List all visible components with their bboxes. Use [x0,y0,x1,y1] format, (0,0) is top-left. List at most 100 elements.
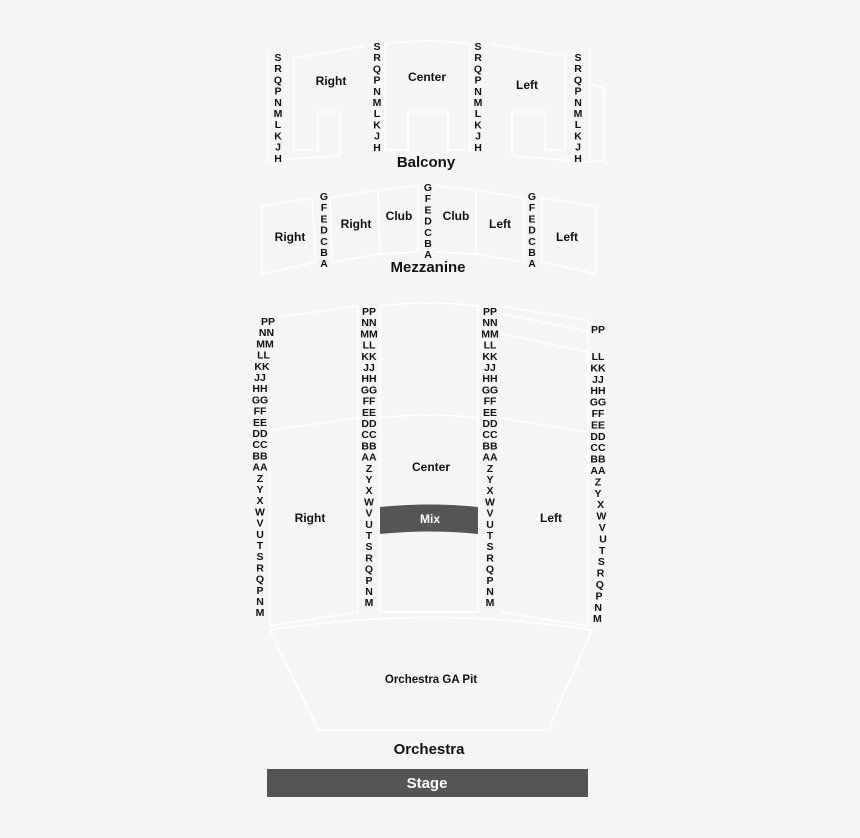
row-label: NN [259,327,274,339]
row-label: CC [252,439,268,451]
orch-right-divider [271,417,359,431]
row-label: EE [362,407,376,419]
row-label: JJ [592,374,604,386]
row-label: D [424,216,432,228]
row-label: FF [254,406,267,418]
row-label: H [574,153,582,165]
row-label: S [574,52,581,64]
row-label: R [365,552,373,564]
orchestra-title: Orchestra [394,741,466,758]
row-label: N [474,86,482,98]
row-label: JJ [363,362,375,374]
row-label: EE [591,419,605,431]
row-label: P [256,585,263,597]
row-label: T [599,545,606,557]
row-label: NN [482,317,497,329]
row-label: K [474,119,482,131]
row-label: JJ [254,372,266,384]
row-label: Q [486,564,494,576]
row-label: P [474,75,481,87]
mezzanine-outlines [261,185,597,275]
row-label: Z [366,463,373,475]
row-label: S [256,551,263,563]
row-label: Q [274,74,282,86]
orch-left-divider [499,417,589,433]
row-label: T [487,530,494,542]
row-label: M [365,597,374,609]
row-label: M [593,613,602,625]
row-label: B [528,247,536,259]
row-label: M [474,97,483,109]
balcony-right-outline [267,45,366,161]
row-label: MM [256,338,274,350]
row-label: CC [482,429,498,441]
row-label: S [474,41,481,53]
row-label: R [574,63,582,75]
orch-center-label: Center [412,460,450,474]
row-label: N [486,586,494,598]
row-label: J [575,142,581,154]
row-label: B [320,247,328,259]
row-label: J [475,131,481,143]
row-label: J [275,142,281,154]
mix-label: Mix [420,512,440,526]
row-label: D [528,225,536,237]
mezz-club-left-label: Club [443,209,470,223]
row-label: F [529,202,536,214]
row-label: U [486,519,494,531]
balcony-left-outline [489,43,591,163]
row-label: M [256,607,265,619]
row-label: Q [365,564,373,576]
row-label: R [256,562,264,574]
orch-pit-outline [268,616,594,731]
row-label: G [528,191,536,203]
row-label: LL [484,340,497,352]
row-label: Q [256,574,264,586]
row-label: BB [361,440,377,452]
row-label: M [574,108,583,120]
row-label: W [364,496,374,508]
row-label: E [528,213,535,225]
row-label: V [365,508,372,520]
row-label: K [373,119,381,131]
mezz-left-outer-outline [541,197,597,275]
row-label: L [575,119,582,131]
mezz-left-outer-label: Left [556,230,578,244]
orch-right-outline [269,305,359,627]
row-label: DD [252,428,268,440]
row-label: GG [590,397,606,409]
row-label: GG [482,384,498,396]
row-label: S [274,52,281,64]
row-label: DD [482,418,498,430]
row-label: N [256,596,264,608]
row-label: LL [363,340,376,352]
row-label: KK [254,361,270,373]
row-label: J [374,131,380,143]
row-label: PP [483,306,497,318]
orch-right-label: Right [295,511,326,525]
mezz-right-inner-label: Right [341,217,372,231]
row-label: F [321,202,328,214]
row-label: E [424,204,431,216]
mezz-club-right-outline [379,185,419,255]
balcony-center-label: Center [408,70,446,84]
mezz-left-inner-outline [475,189,525,263]
row-label: Q [474,63,482,75]
row-label: BB [252,450,268,462]
row-label: BB [482,440,498,452]
row-label: Y [256,484,263,496]
row-label: T [257,540,264,552]
row-label: L [374,108,381,120]
row-label: A [320,258,328,270]
row-label: AA [361,452,377,464]
row-label: Z [487,463,494,475]
mezz-left-inner-label: Left [489,217,511,231]
row-label: W [255,506,265,518]
orch-left-wing-outline [501,313,593,353]
